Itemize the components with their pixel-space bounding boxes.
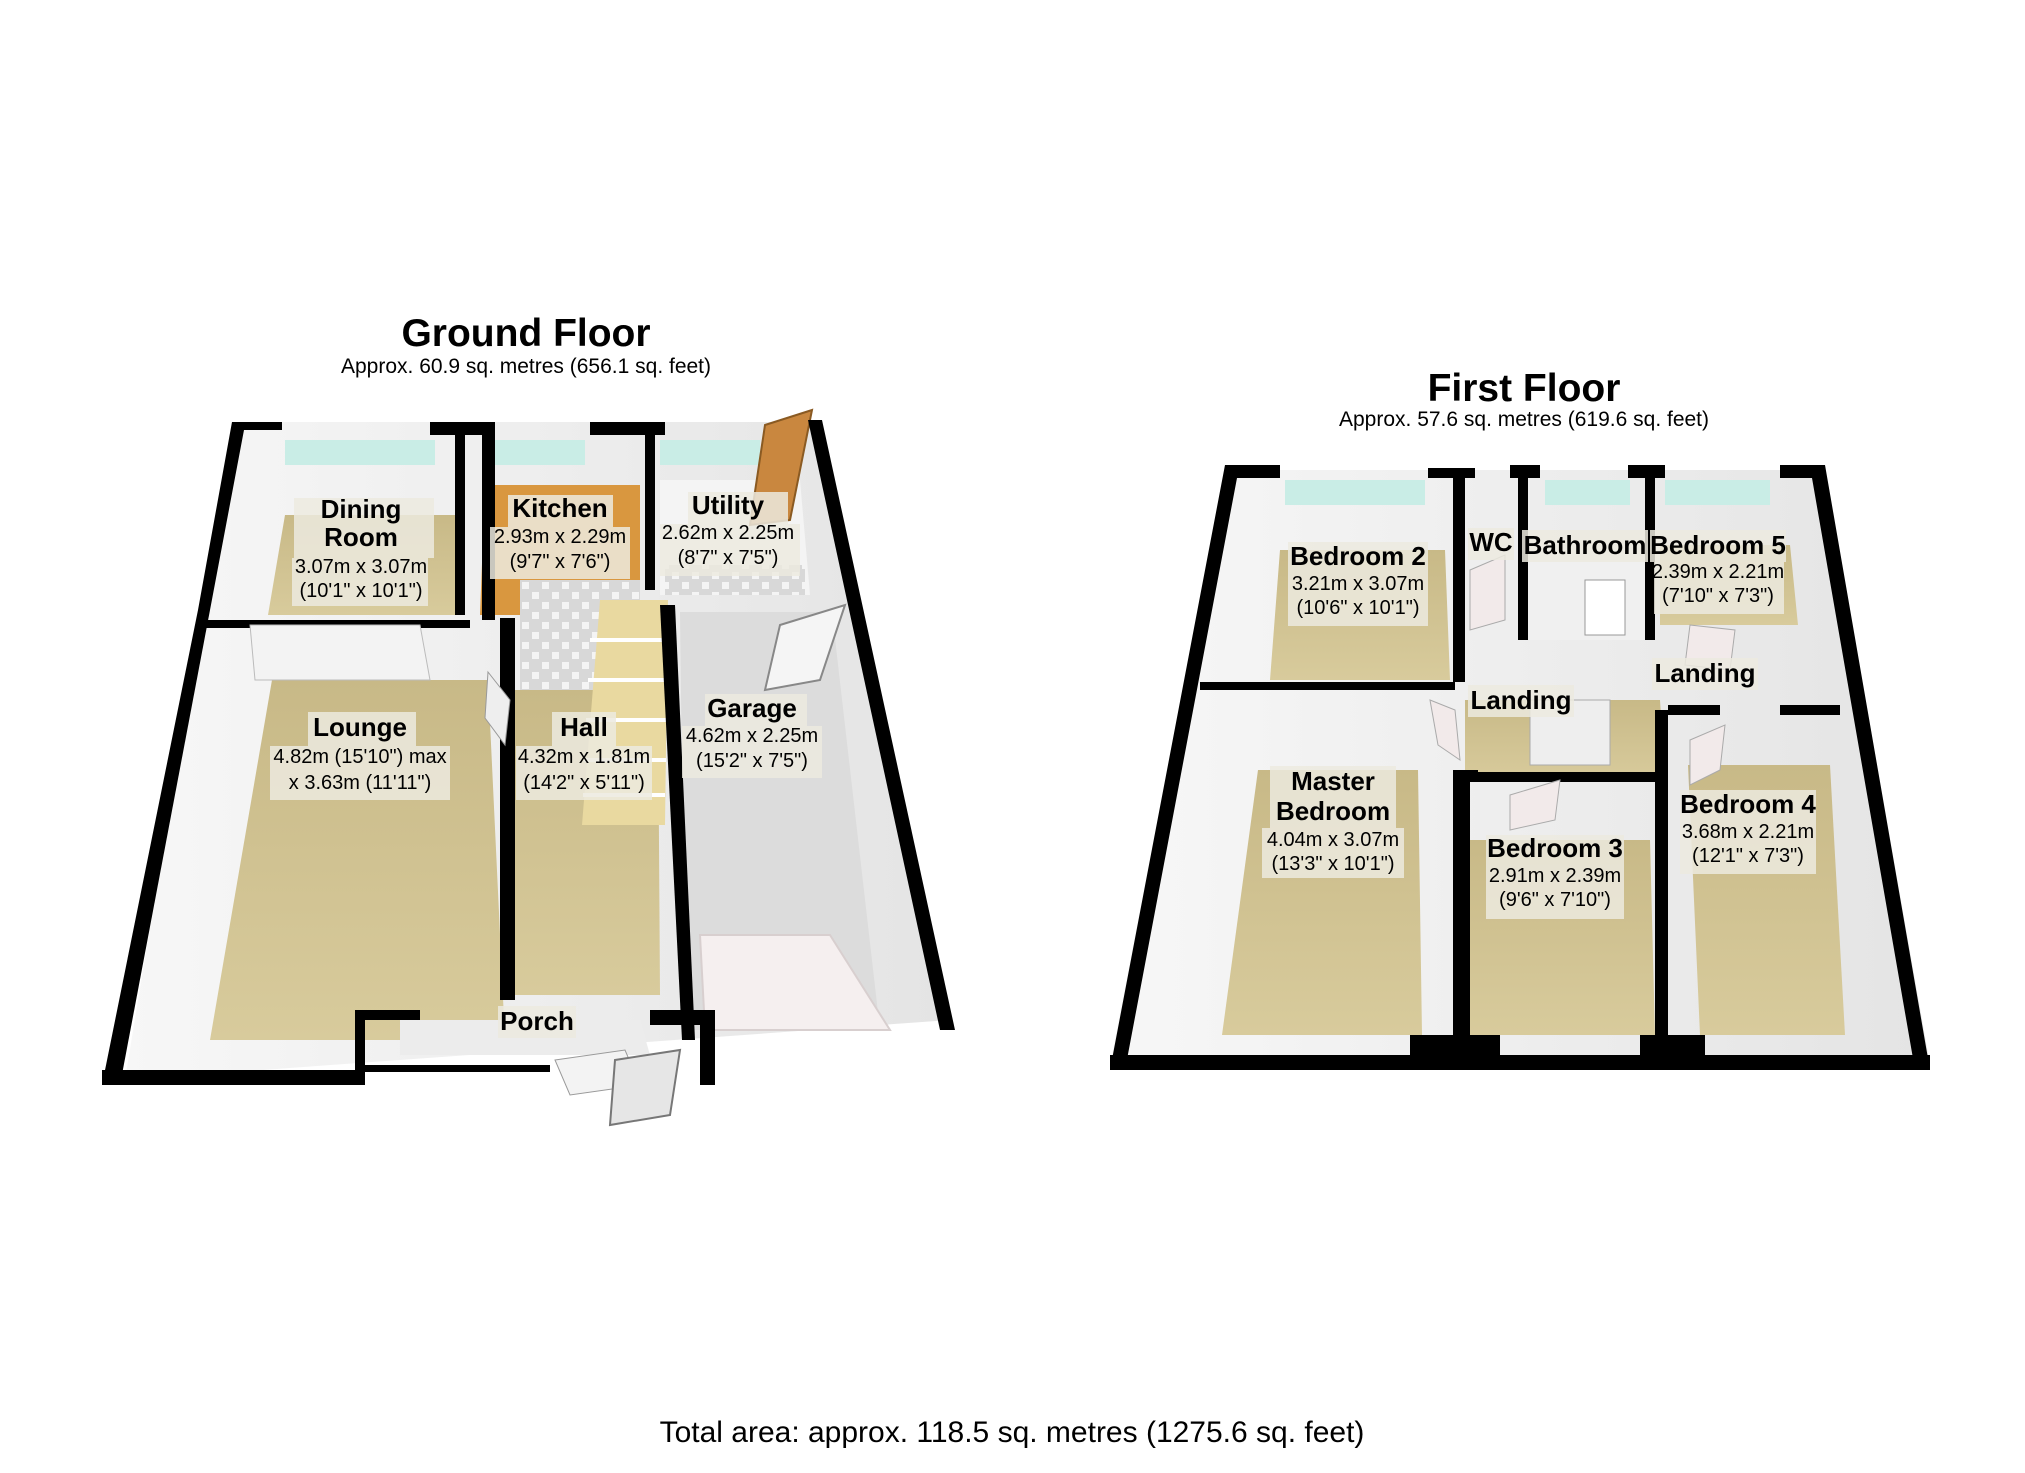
bedroom5-dim-metric: 2.39m x 2.21m [1652, 561, 1784, 583]
kitchen-window [495, 440, 585, 465]
bedroom4-door [1689, 724, 1726, 786]
label-bedroom3: Bedroom 3 2.91m x 2.39m (9'6" x 7'10") [1486, 833, 1624, 919]
bedroom2-dim-metric: 3.21m x 3.07m [1292, 573, 1424, 595]
bedroom3-dim-imperial: (9'6" x 7'10") [1499, 889, 1611, 911]
lounge-dim-line1: 4.82m (15'10") max [273, 746, 446, 768]
bedroom5-window [1665, 480, 1770, 505]
wc-name: WC [1469, 527, 1513, 557]
first-floor-title: First Floor [1428, 367, 1621, 410]
label-landing-side: Landing [1652, 658, 1758, 690]
first-black-walls [1110, 465, 1930, 1070]
bathroom-window [1545, 480, 1630, 505]
utility-dim-imperial: (8'7" x 7'5") [678, 547, 779, 569]
dining-window [285, 440, 435, 465]
label-porch: Porch [498, 1006, 576, 1038]
hall-dim-metric: 4.32m x 1.81m [518, 746, 650, 768]
dining-room-dim-metric: 3.07m x 3.07m [295, 556, 427, 578]
bedroom3-dim-metric: 2.91m x 2.39m [1489, 865, 1621, 887]
label-hall: Hall 4.32m x 1.81m (14'2" x 5'11") [516, 712, 652, 800]
landing-side-name: Landing [1654, 658, 1755, 688]
dining-room-name-line1: Dining [321, 494, 402, 524]
kitchen-dim-imperial: (9'7" x 7'6") [510, 551, 611, 573]
bedroom4-dim-metric: 3.68m x 2.21m [1682, 821, 1814, 843]
master-bedroom-door [1429, 699, 1461, 762]
lounge-hall-door [484, 670, 511, 747]
utility-window [660, 440, 760, 465]
first-floor-area: Approx. 57.6 sq. metres (619.6 sq. feet) [1339, 408, 1709, 431]
label-lounge: Lounge 4.82m (15'10") max x 3.63m (11'11… [270, 712, 450, 800]
label-utility: Utility 2.62m x 2.25m (8'7" x 7'5") [660, 490, 800, 576]
landing-main-name: Landing [1470, 685, 1571, 715]
ground-floor-area: Approx. 60.9 sq. metres (656.1 sq. feet) [341, 355, 711, 378]
label-bedroom2: Bedroom 2 3.21m x 3.07m (10'6" x 10'1") [1288, 541, 1428, 626]
bedroom3-door [1509, 779, 1561, 831]
bath-tub [1584, 579, 1626, 636]
master-bedroom-dim-metric: 4.04m x 3.07m [1267, 829, 1399, 851]
bedroom5-name: Bedroom 5 [1650, 530, 1786, 560]
label-kitchen: Kitchen 2.93m x 2.29m (9'7" x 7'6") [490, 493, 630, 579]
ground-black-walls [102, 420, 955, 1085]
dining-room-name-line2: Room [324, 522, 398, 552]
garage-side-door [763, 603, 847, 692]
front-door [608, 1048, 682, 1127]
lounge-name: Lounge [313, 712, 407, 742]
master-bedroom-dim-imperial: (13'3" x 10'1") [1271, 853, 1394, 875]
bedroom4-name: Bedroom 4 [1680, 789, 1816, 819]
bedroom2-dim-imperial: (10'6" x 10'1") [1296, 597, 1419, 619]
first-floor-plan [1110, 465, 1930, 1070]
bedroom3-name: Bedroom 3 [1487, 833, 1623, 863]
utility-name: Utility [692, 490, 765, 520]
label-dining-room: Dining Room 3.07m x 3.07m (10'1" x 10'1"… [292, 494, 434, 606]
kitchen-dim-metric: 2.93m x 2.29m [494, 526, 626, 548]
label-landing-main: Landing [1468, 685, 1574, 717]
label-master-bedroom: Master Bedroom 4.04m x 3.07m (13'3" x 10… [1262, 766, 1404, 878]
label-bathroom: Bathroom [1522, 530, 1648, 562]
garage-dim-metric: 4.62m x 2.25m [686, 725, 818, 747]
label-garage: Garage 4.62m x 2.25m (15'2" x 7'5") [682, 693, 822, 778]
garage-name: Garage [707, 693, 797, 723]
garage-door [698, 934, 892, 1031]
garage-dim-imperial: (15'2" x 7'5") [696, 750, 808, 772]
hall-name: Hall [560, 712, 608, 742]
hall-dim-imperial: (14'2" x 5'11") [523, 772, 645, 794]
bedroom4-dim-imperial: (12'1" x 7'3") [1692, 845, 1804, 867]
total-area: Total area: approx. 118.5 sq. metres (12… [660, 1416, 1365, 1449]
master-bedroom-name-line2: Bedroom [1276, 796, 1390, 826]
dining-lounge-doors [249, 624, 431, 681]
label-bedroom4: Bedroom 4 3.68m x 2.21m (12'1" x 7'3") [1680, 789, 1816, 874]
lounge-dim-line2: x 3.63m (11'11") [289, 772, 431, 794]
ground-floor-title: Ground Floor [401, 312, 650, 355]
kitchen-name: Kitchen [512, 493, 607, 523]
porch-name: Porch [500, 1006, 574, 1036]
bedroom5-dim-imperial: (7'10" x 7'3") [1662, 585, 1774, 607]
dining-room-dim-imperial: (10'1" x 10'1") [299, 580, 422, 602]
bathroom-name: Bathroom [1524, 530, 1647, 560]
bedroom2-window [1285, 480, 1425, 505]
utility-dim-metric: 2.62m x 2.25m [662, 522, 794, 544]
label-bedroom5: Bedroom 5 2.39m x 2.21m (7'10" x 7'3") [1650, 530, 1786, 614]
label-wc: WC [1468, 527, 1514, 560]
master-bedroom-name-line1: Master [1291, 766, 1375, 796]
bedroom2-name: Bedroom 2 [1290, 541, 1426, 571]
